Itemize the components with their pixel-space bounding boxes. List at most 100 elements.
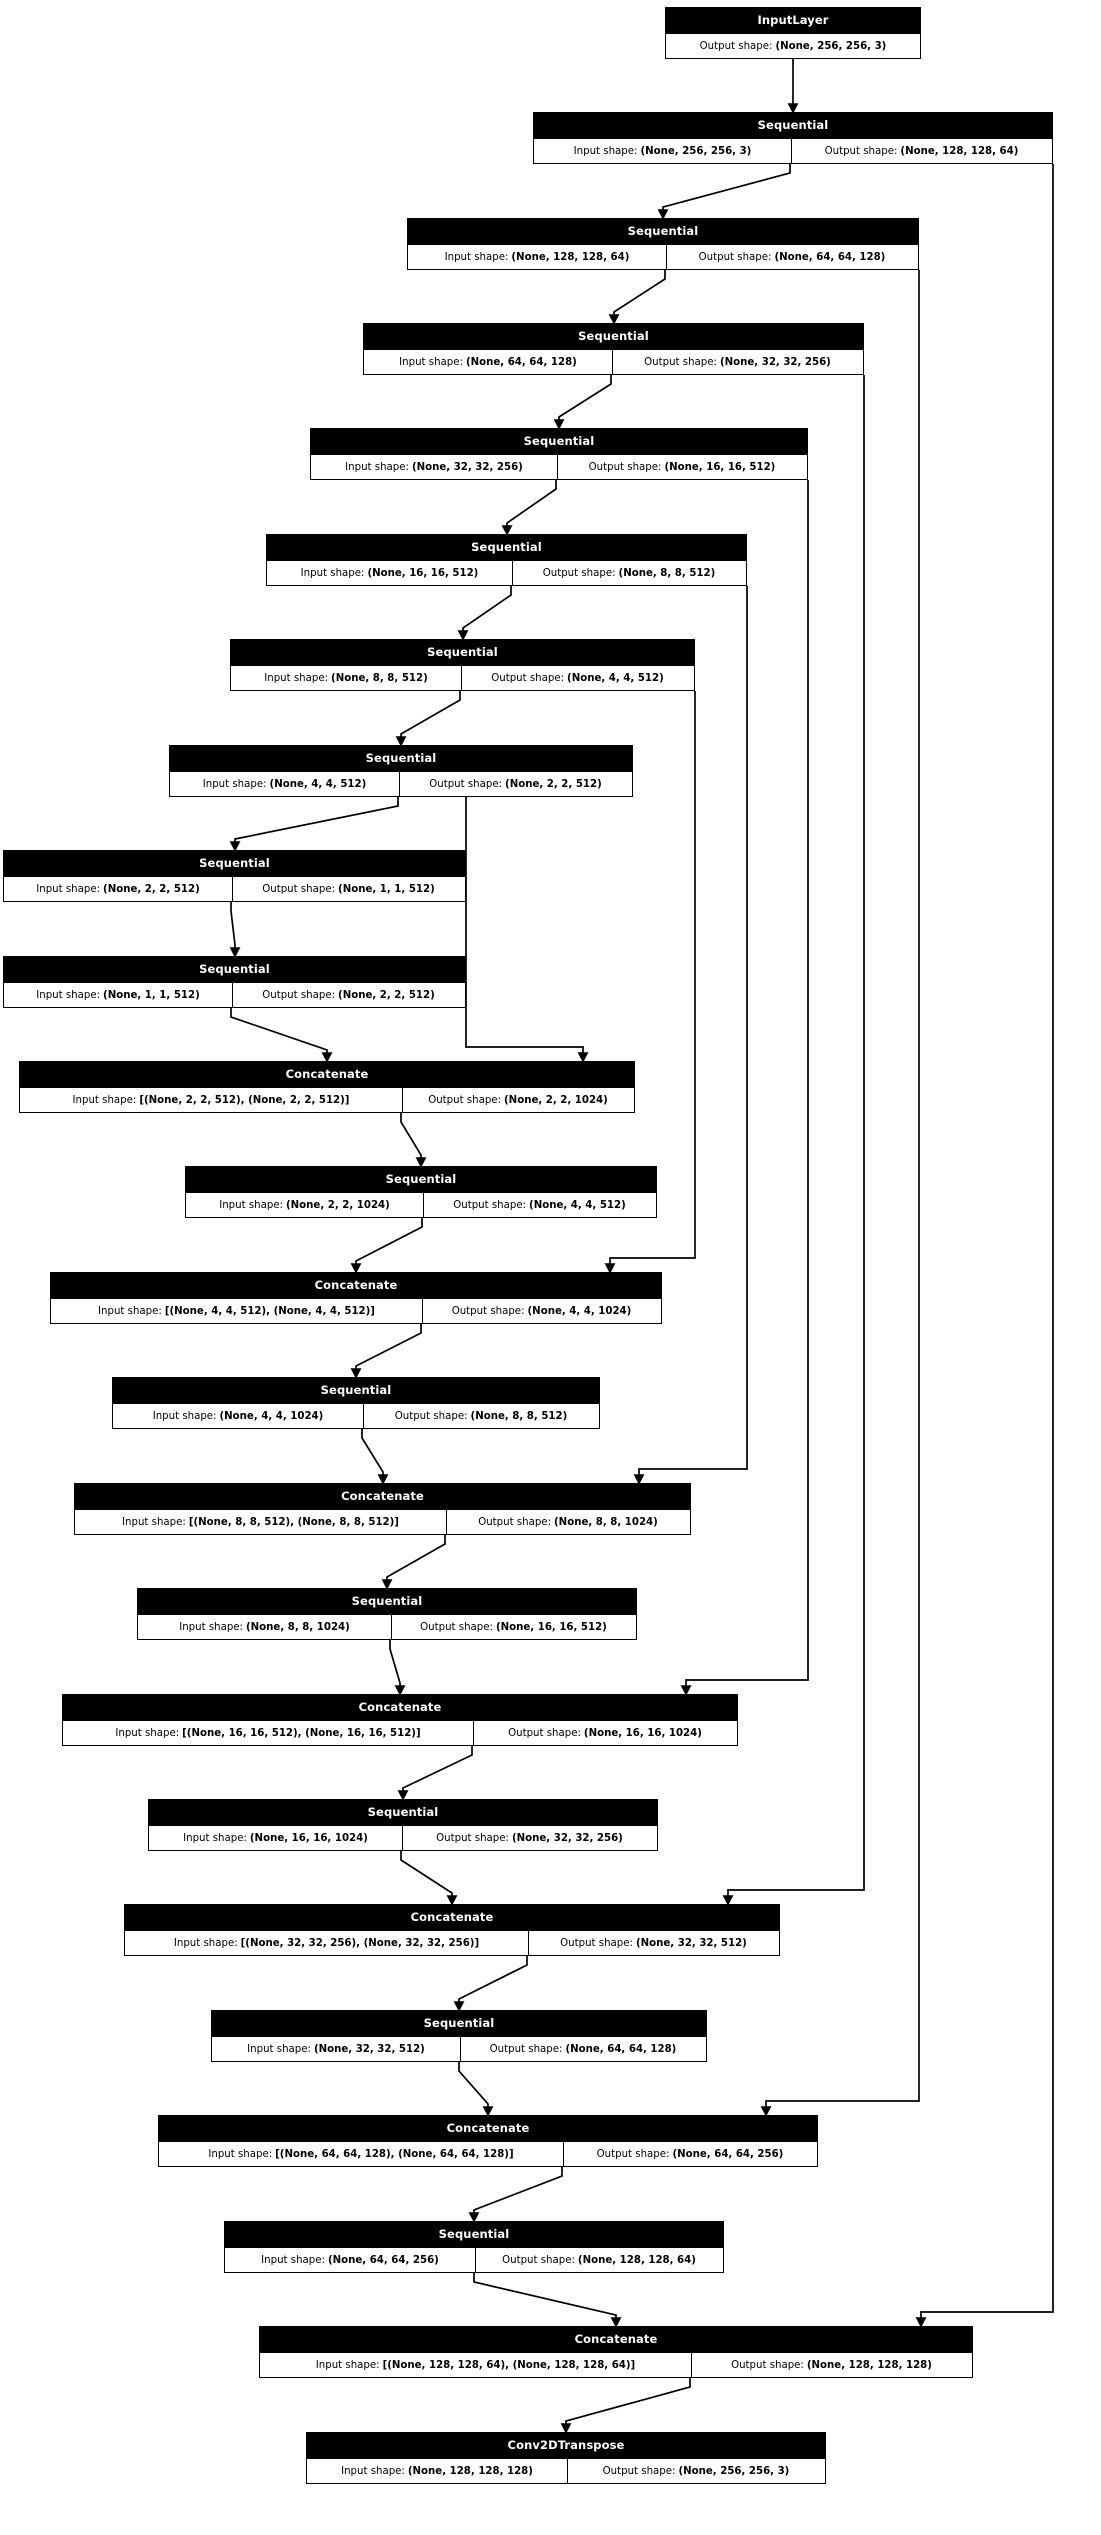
output-shape-prefix: Output shape: — [560, 1937, 633, 1949]
layer-shape-row: Input shape:(None, 32, 32, 512)Output sh… — [212, 2036, 706, 2061]
edge-n17-to-n18 — [400, 1851, 458, 1906]
edge-n6-to-n7 — [395, 691, 461, 747]
output-shape-value: (None, 32, 32, 512) — [635, 1937, 747, 1949]
output-shape-value: (None, 128, 128, 64) — [577, 2254, 696, 2266]
output-shape-cell: Output shape:(None, 32, 32, 256) — [612, 350, 862, 374]
output-shape-value: (None, 16, 16, 512) — [664, 461, 776, 473]
output-shape-prefix: Output shape: — [489, 2043, 563, 2055]
output-shape-cell: Output shape:(None, 16, 16, 512) — [391, 1615, 635, 1639]
output-shape-value: (None, 16, 16, 1024) — [583, 1727, 702, 1739]
input-shape-value: [(None, 32, 32, 256), (None, 32, 32, 256… — [240, 1937, 480, 1949]
edge-n7-to-n8 — [229, 797, 399, 852]
output-shape-cell: Output shape:(None, 64, 64, 256) — [563, 2142, 816, 2166]
output-shape-cell: Output shape:(None, 128, 128, 128) — [691, 2353, 971, 2377]
output-shape-prefix: Output shape: — [262, 989, 336, 1001]
output-shape-prefix: Output shape: — [428, 1094, 502, 1106]
output-shape-value: (None, 32, 32, 256) — [511, 1832, 623, 1844]
layer-shape-row: Input shape:(None, 32, 32, 256)Output sh… — [311, 454, 807, 479]
layer-shape-row: Input shape:[(None, 128, 128, 64), (None… — [260, 2352, 972, 2377]
layer-shape-row: Input shape:(None, 64, 64, 128)Output sh… — [364, 349, 863, 374]
output-shape-cell: Output shape:(None, 2, 2, 512) — [232, 983, 464, 1007]
output-shape-prefix: Output shape: — [451, 1305, 525, 1317]
edge-n4-to-n5 — [501, 480, 557, 536]
edge-n14-to-n15 — [381, 1535, 446, 1590]
input-shape-cell: Input shape:(None, 2, 2, 512) — [4, 877, 232, 901]
layer-shape-row: Input shape:(None, 128, 128, 64)Output s… — [408, 244, 918, 269]
input-shape-prefix: Input shape: — [315, 2359, 380, 2371]
input-shape-prefix: Input shape: — [202, 778, 267, 790]
edge-n18-to-n19 — [453, 1956, 528, 2012]
input-shape-cell: Input shape:(None, 32, 32, 256) — [311, 455, 557, 479]
output-shape-prefix: Output shape: — [429, 778, 503, 790]
output-shape-value: (None, 4, 4, 1024) — [527, 1305, 632, 1317]
edge-n19-to-n20 — [458, 2062, 494, 2117]
output-shape-cell: Output shape:(None, 8, 8, 1024) — [446, 1510, 689, 1534]
edge-n2-to-n3 — [608, 270, 666, 325]
output-shape-value: (None, 64, 64, 128) — [774, 251, 886, 263]
layer-type-label: Sequential — [4, 851, 465, 876]
input-shape-value: (None, 128, 128, 128) — [407, 2465, 533, 2477]
input-shape-cell: Input shape:(None, 16, 16, 1024) — [149, 1826, 402, 1850]
layer-shape-row: Input shape:(None, 256, 256, 3)Output sh… — [534, 138, 1052, 163]
input-shape-prefix: Input shape: — [115, 1727, 180, 1739]
layer-type-label: Sequential — [364, 324, 863, 349]
layer-shape-row: Input shape:(None, 4, 4, 512)Output shap… — [170, 771, 632, 796]
layer-type-label: Sequential — [311, 429, 807, 454]
output-shape-cell: Output shape:(None, 32, 32, 512) — [528, 1931, 778, 1955]
layer-type-label: InputLayer — [666, 8, 920, 33]
output-shape-cell: Output shape:(None, 4, 4, 1024) — [422, 1299, 660, 1323]
input-shape-prefix: Input shape: — [179, 1621, 243, 1633]
output-shape-value: (None, 4, 4, 512) — [567, 672, 664, 684]
layer-type-label: Concatenate — [20, 1062, 634, 1087]
output-shape-value: (None, 32, 32, 256) — [719, 356, 831, 368]
output-shape-prefix: Output shape: — [542, 567, 616, 579]
output-shape-cell: Output shape:(None, 1, 1, 512) — [232, 877, 464, 901]
layer-shape-row: Input shape:[(None, 8, 8, 512), (None, 8… — [75, 1509, 690, 1534]
layer-type-label: Sequential — [138, 1589, 636, 1614]
layer-type-label: Sequential — [267, 535, 746, 560]
input-shape-cell: Input shape:(None, 16, 16, 512) — [267, 561, 512, 585]
input-shape-cell: Input shape:(None, 4, 4, 1024) — [113, 1404, 363, 1428]
output-shape-value: (None, 256, 256, 3) — [775, 40, 887, 52]
layer-shape-row: Input shape:(None, 8, 8, 1024) Output sha… — [138, 1614, 636, 1639]
input-shape-prefix: Input shape: — [345, 461, 409, 473]
input-shape-value: (None, 8, 8, 1024) — [246, 1621, 350, 1633]
input-shape-prefix: Input shape: — [122, 1516, 186, 1528]
skip-edge-n7-to-n10 — [465, 797, 589, 1063]
input-shape-value: [(None, 64, 64, 128), (None, 64, 64, 128… — [275, 2148, 514, 2160]
layer-type-label: Sequential — [534, 113, 1052, 138]
input-shape-value: [(None, 4, 4, 512), (None, 4, 4, 512)] — [164, 1305, 375, 1317]
output-shape-value: (None, 256, 256, 3) — [678, 2465, 790, 2477]
output-shape-cell: Output shape:(None, 2, 2, 512) — [399, 772, 631, 796]
output-shape-prefix: Output shape: — [698, 251, 772, 263]
input-shape-prefix: Input shape: — [341, 2465, 405, 2477]
output-shape-prefix: Output shape: — [699, 40, 773, 52]
input-shape-prefix: Input shape: — [36, 989, 101, 1001]
edge-n5-to-n6 — [457, 586, 512, 641]
output-shape-value: (None, 16, 16, 512) — [495, 1621, 607, 1633]
